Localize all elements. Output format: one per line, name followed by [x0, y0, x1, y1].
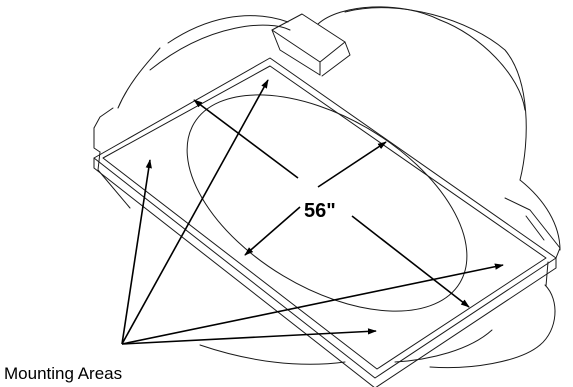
dome-housing: [117, 6, 561, 369]
dimension-arrow-lower-right: [351, 215, 470, 308]
dimension-arrow-upper-right: [317, 141, 387, 188]
leader-arrow-left: [121, 159, 152, 345]
dimension-label: 56": [304, 200, 336, 222]
rim-block: [271, 13, 351, 77]
leader-arrow-bottom: [121, 328, 377, 345]
mounting-areas-label: Mounting Areas: [4, 364, 122, 383]
leader-arrow-top: [121, 79, 269, 345]
mounting-area-arrows: [121, 79, 504, 345]
dimension-arrow-lower-left: [244, 206, 301, 256]
leader-arrow-right: [121, 263, 504, 345]
dimension-arrows: [193, 99, 470, 308]
center-ellipse: [186, 94, 468, 312]
mounting-plate: [93, 57, 557, 387]
plate-flanges: [93, 107, 561, 259]
dimension-arrow-upper-left: [193, 99, 299, 179]
